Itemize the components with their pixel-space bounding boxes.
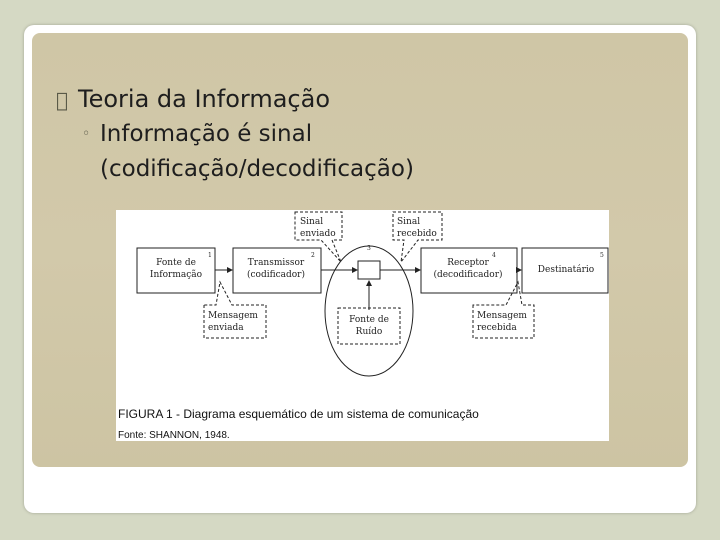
noise-label-2: Ruído: [356, 326, 383, 337]
source-label-2: Informação: [150, 269, 202, 280]
sig-sent-callout: [294, 211, 343, 263]
bullet-2-text: Informação é sinal: [100, 121, 313, 147]
sig-sent-label-1: Sinal: [300, 217, 323, 227]
source-number: 1: [208, 252, 212, 259]
transmitter-label-1: Transmissor: [248, 258, 305, 268]
sig-recv-callout: [392, 211, 443, 264]
msg-recv-label-2: recebida: [477, 323, 517, 333]
source-label-1: Fonte de: [156, 258, 196, 268]
destination-label: Destinatário: [538, 264, 594, 275]
noise-source-box: [337, 307, 401, 345]
msg-recv-callout: [472, 280, 535, 339]
receiver-number: 4: [492, 252, 496, 259]
msg-sent-label-2: enviada: [208, 323, 244, 333]
destination-box: [521, 247, 609, 294]
bullet-icon: : [56, 88, 78, 112]
msg-sent-callout: [203, 280, 267, 339]
bullet-level-2: ◦ Informação é sinal: [82, 121, 312, 147]
sub-bullet-icon: ◦: [82, 126, 91, 142]
figure-caption: FIGURA 1 - Diagrama esquemático de um si…: [118, 407, 479, 421]
bullet-1-text: Teoria da Informação: [78, 85, 331, 113]
noise-label-1: Fonte de: [349, 315, 389, 325]
shannon-diagram-figure: Fonte de Informação 1 Transmissor (codif…: [116, 210, 609, 441]
transmitter-number: 2: [311, 252, 315, 259]
figure-source: Fonte: SHANNON, 1948.: [118, 430, 230, 441]
channel-number: 3: [367, 245, 371, 252]
receiver-label-1: Receptor: [447, 258, 489, 268]
receiver-label-2: (decodificador): [433, 269, 502, 280]
bullet-level-1: Teoria da Informação: [56, 85, 330, 113]
channel-ellipse: [324, 245, 414, 377]
bullet-2-continuation: (codificação/decodificação): [100, 156, 414, 182]
transmitter-label-2: (codificador): [247, 269, 305, 280]
channel-box: [357, 260, 381, 280]
sig-recv-label-2: recebido: [397, 229, 437, 239]
msg-sent-label-1: Mensagem: [208, 311, 258, 321]
destination-number: 5: [600, 252, 604, 259]
communication-diagram: Fonte de Informação 1 Transmissor (codif…: [118, 211, 609, 441]
sig-sent-label-2: enviado: [300, 229, 336, 239]
sig-recv-label-1: Sinal: [397, 217, 420, 227]
msg-recv-label-1: Mensagem: [477, 311, 527, 321]
